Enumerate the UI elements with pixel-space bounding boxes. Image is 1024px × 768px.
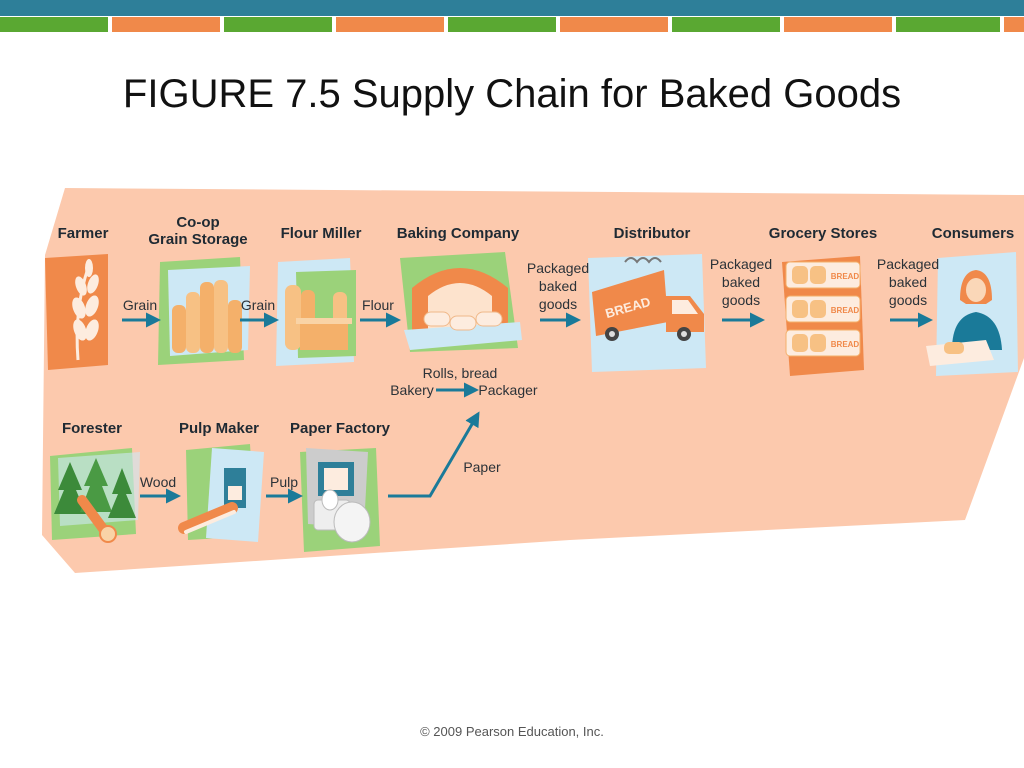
flow-label-packaged-3-line3: goods	[889, 292, 927, 308]
flow-label-packaged-3-line1: Packaged	[877, 256, 939, 272]
flow-label-pulp: Pulp	[270, 474, 298, 490]
flow-label-packaged-3-line2: baked	[889, 274, 927, 290]
flow-label-grain-1: Grain	[123, 297, 157, 313]
node-forester-label: Forester	[62, 420, 122, 437]
stripe	[336, 17, 444, 32]
stripe	[784, 17, 892, 32]
paper-factory-illustration	[300, 448, 380, 552]
flour-miller-illustration	[276, 258, 356, 366]
box-bread-text: BREAD	[831, 272, 860, 281]
node-consumers-label: Consumers	[932, 225, 1015, 242]
flow-label-flour: Flour	[362, 297, 394, 313]
box-bread-text: BREAD	[831, 306, 860, 315]
farmer-wheat-illustration	[45, 254, 108, 370]
color-stripes	[0, 17, 1024, 32]
flow-label-grain-2: Grain	[241, 297, 275, 313]
flow-label-packaged-2-line1: Packaged	[710, 256, 772, 272]
copyright-footer: © 2009 Pearson Education, Inc.	[420, 724, 604, 739]
flow-label-packaged-2-line2: baked	[722, 274, 760, 290]
stripe	[560, 17, 668, 32]
flow-label-rolls-bread: Rolls, bread	[423, 365, 498, 381]
node-flour-miller-label: Flour Miller	[281, 225, 362, 242]
node-pulp-maker-label: Pulp Maker	[179, 420, 259, 437]
stripe	[224, 17, 332, 32]
node-coop-label-line1: Co-op	[176, 214, 219, 231]
stripe	[672, 17, 780, 32]
bread-box: BREAD	[785, 295, 861, 323]
flow-label-paper: Paper	[463, 459, 501, 475]
grocery-stores-illustration: BREAD BREAD BREAD	[782, 256, 864, 376]
bread-box: BREAD	[785, 329, 861, 357]
top-bar	[0, 0, 1024, 16]
flow-label-packaged-1-line2: baked	[539, 278, 577, 294]
stripe	[896, 17, 1000, 32]
flow-label-packager: Packager	[478, 382, 537, 398]
node-coop-label-line2: Grain Storage	[148, 231, 247, 248]
pulp-maker-illustration	[178, 444, 264, 542]
node-distributor-label: Distributor	[614, 225, 691, 242]
node-baking-company-label: Baking Company	[397, 225, 520, 242]
stripe	[448, 17, 556, 32]
arrow-paper-to-packager	[388, 411, 480, 498]
slide-title: FIGURE 7.5 Supply Chain for Baked Goods	[122, 72, 902, 116]
flow-label-packaged-2-line3: goods	[722, 292, 760, 308]
consumer-illustration	[926, 252, 1018, 376]
stripe	[112, 17, 220, 32]
flow-label-packaged-1-line3: goods	[539, 296, 577, 312]
node-grocery-stores-label: Grocery Stores	[769, 225, 877, 242]
stripe	[0, 17, 108, 32]
baking-company-illustration	[400, 252, 522, 352]
coop-silos-illustration	[158, 257, 250, 365]
flow-label-packaged-1-line1: Packaged	[527, 260, 589, 276]
distributor-truck-illustration: BREAD	[588, 254, 706, 372]
bread-box: BREAD	[785, 261, 861, 289]
flow-label-bakery: Bakery	[390, 382, 434, 398]
node-paper-factory-label: Paper Factory	[290, 420, 391, 437]
box-bread-text: BREAD	[831, 340, 860, 349]
flow-label-wood: Wood	[140, 474, 176, 490]
forester-trees-illustration	[50, 448, 140, 543]
node-farmer-label: Farmer	[58, 225, 109, 242]
stripe	[1004, 17, 1024, 32]
